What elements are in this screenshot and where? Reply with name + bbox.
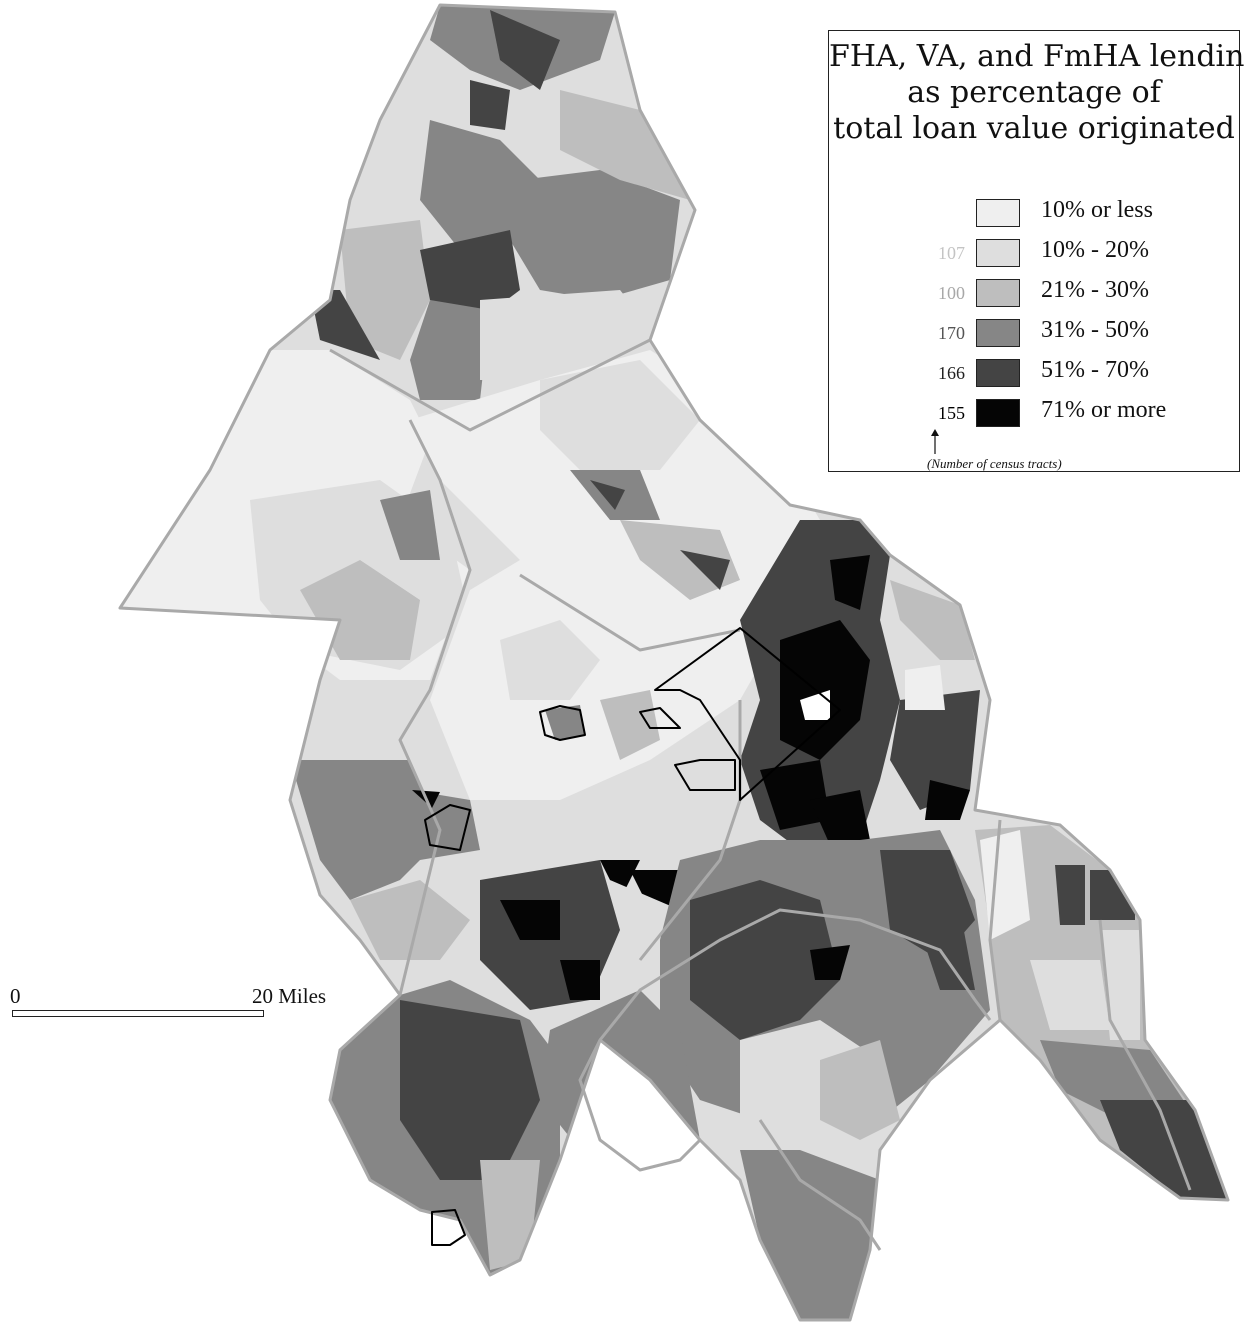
scale-end-label: 20 Miles xyxy=(252,984,327,1008)
legend-count-6: 155 xyxy=(938,403,965,423)
legend-row-4: 170 31% - 50% xyxy=(829,317,1241,349)
legend-label-4: 31% - 50% xyxy=(1041,317,1149,343)
legend-title-line-3: total loan value originated xyxy=(833,111,1235,146)
legend-title: FHA, VA, and FmHA lending as percentage … xyxy=(829,39,1245,147)
legend-swatch-3 xyxy=(976,279,1020,307)
scale-start-label: 0 xyxy=(10,984,21,1008)
legend-note: (Number of census tracts) xyxy=(927,456,1062,471)
legend-swatch-1 xyxy=(976,199,1020,227)
legend-row-2: 107 10% - 20% xyxy=(829,237,1241,269)
scale-bar xyxy=(12,1010,264,1017)
legend-swatch-2 xyxy=(976,239,1020,267)
legend-row-5: 166 51% - 70% xyxy=(829,357,1241,389)
legend-count-3: 100 xyxy=(938,283,965,303)
legend-label-5: 51% - 70% xyxy=(1041,357,1149,383)
up-arrow-icon xyxy=(931,429,939,454)
legend-count-4: 170 xyxy=(938,323,965,343)
legend-count-5: 166 xyxy=(938,363,965,383)
legend-label-1: 10% or less xyxy=(1041,197,1153,223)
legend-label-2: 10% - 20% xyxy=(1041,237,1149,263)
map-legend: FHA, VA, and FmHA lending as percentage … xyxy=(828,30,1245,472)
legend-count-2: 107 xyxy=(938,243,965,263)
legend-swatch-5 xyxy=(976,359,1020,387)
legend-title-line-2: as percentage of xyxy=(907,75,1161,110)
legend-row-1: 10% or less xyxy=(829,197,1241,229)
legend-swatch-6 xyxy=(976,399,1020,427)
legend-row-3: 100 21% - 30% xyxy=(829,277,1241,309)
legend-row-6: 155 71% or more xyxy=(829,397,1241,429)
legend-label-6: 71% or more xyxy=(1041,397,1167,423)
legend-label-3: 21% - 30% xyxy=(1041,277,1149,303)
legend-title-line-1: FHA, VA, and FmHA lending xyxy=(829,39,1245,74)
legend-swatch-4 xyxy=(976,319,1020,347)
